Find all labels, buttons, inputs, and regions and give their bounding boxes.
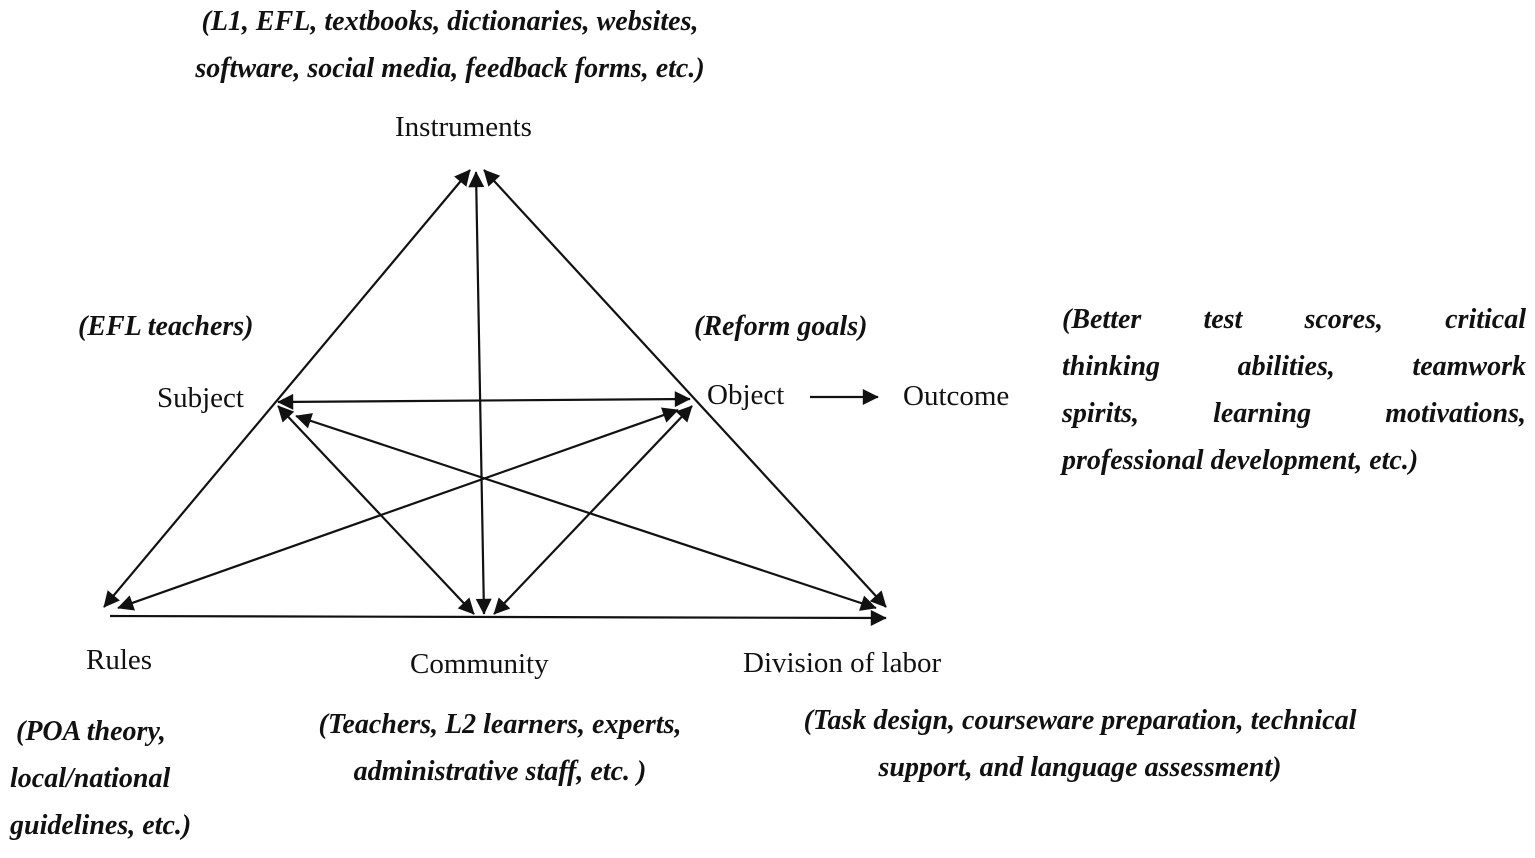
node-object: Object	[707, 379, 785, 411]
note-outcome-line: professional development, etc.)	[1062, 445, 1419, 476]
node-rules: Rules	[86, 644, 153, 676]
note-outcome-line: spirits, learning motivations,	[1062, 398, 1526, 429]
node-instruments: Instruments	[395, 111, 532, 143]
note-outcome: (Better test scores, critical thinking a…	[1062, 296, 1526, 484]
node-subject: Subject	[157, 382, 244, 414]
note-object: (Reform goals)	[694, 303, 867, 350]
note-instruments-line: software, social media, feedback forms, …	[195, 53, 705, 84]
note-community: (Teachers, L2 learners, experts, adminis…	[270, 701, 730, 795]
note-rules-line: local/national	[10, 763, 171, 794]
note-rules: (POA theory, local/national guidelines, …	[10, 708, 191, 849]
note-instruments-line: (L1, EFL, textbooks, dictionaries, websi…	[201, 6, 699, 37]
node-community: Community	[410, 648, 549, 680]
note-subject: (EFL teachers)	[78, 303, 254, 350]
note-rules-line: (POA theory,	[16, 716, 166, 747]
note-community-line: (Teachers, L2 learners, experts,	[318, 709, 682, 740]
arrow-subject-object	[277, 391, 691, 410]
note-object-line: (Reform goals)	[694, 311, 868, 342]
note-outcome-line: (Better test scores, critical	[1062, 304, 1526, 335]
note-division-of-labor: (Task design, courseware preparation, te…	[740, 697, 1420, 791]
node-division-of-labor: Division of labor	[743, 647, 942, 679]
note-community-line: administrative staff, etc. )	[353, 756, 647, 787]
arrow-instruments-division	[483, 169, 887, 608]
note-instruments: (L1, EFL, textbooks, dictionaries, websi…	[100, 0, 800, 92]
note-subject-line: (EFL teachers)	[78, 311, 254, 342]
arrow-subject-division	[295, 413, 877, 611]
note-rules-line: guidelines, etc.)	[10, 810, 192, 841]
arrow-instruments-community	[468, 171, 492, 615]
node-outcome: Outcome	[903, 380, 1010, 412]
arrow-subject-community	[277, 405, 475, 615]
note-division-line: (Task design, courseware preparation, te…	[803, 705, 1357, 736]
note-division-line: support, and language assessment)	[878, 752, 1282, 783]
note-outcome-line: thinking abilities, teamwork	[1062, 351, 1526, 382]
arrow-object-community	[493, 405, 693, 615]
arrow-rules-division	[109, 609, 887, 626]
